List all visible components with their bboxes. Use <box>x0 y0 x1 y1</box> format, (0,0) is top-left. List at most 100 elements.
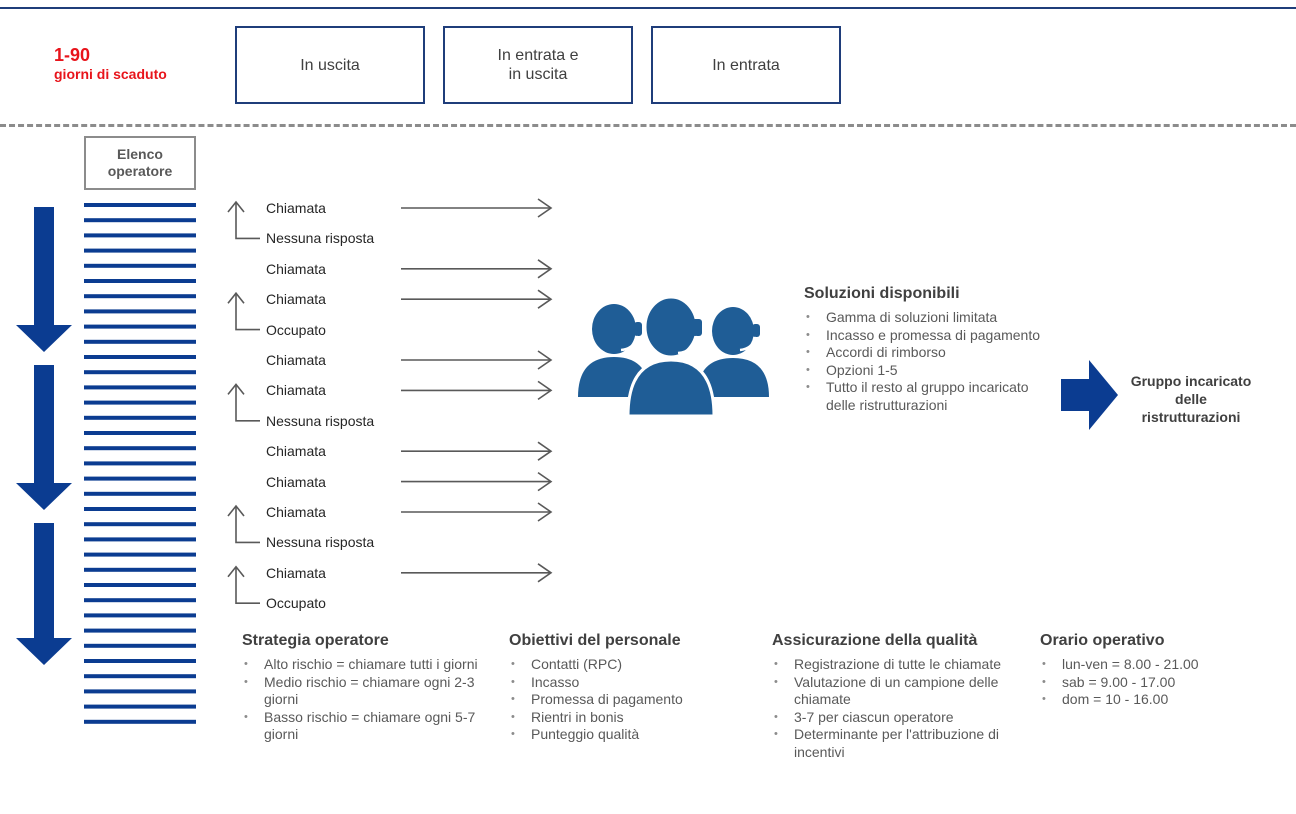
list-item: Alto rischio = chiamare tutti i giorni <box>242 656 497 674</box>
operator-stripe <box>84 248 196 253</box>
hours-list: lun-ven = 8.00 - 21.00 sab = 9.00 - 17.0… <box>1040 656 1280 709</box>
strategy-section: Strategia operatore Alto rischio = chiam… <box>242 632 497 744</box>
quality-section: Assicurazione della qualità Registrazion… <box>772 632 1027 761</box>
list-item: sab = 9.00 - 17.00 <box>1040 674 1280 692</box>
hours-title: Orario operativo <box>1040 632 1165 649</box>
operator-stripe <box>84 461 196 466</box>
list-item: 3-7 per ciascun operatore <box>772 709 1027 727</box>
operator-stripe <box>84 385 196 390</box>
quality-title: Assicurazione della qualità <box>772 632 978 649</box>
call-step-label: Chiamata <box>266 473 326 490</box>
agent-center <box>626 294 716 418</box>
call-step-label: Occupato <box>266 321 326 338</box>
operator-stripe <box>84 552 196 557</box>
operator-stripe <box>84 719 196 724</box>
operator-stripe <box>84 628 196 633</box>
retry-connector <box>227 291 260 331</box>
operator-stripe <box>84 567 196 572</box>
solutions-section: Soluzioni disponibili Gamma di soluzioni… <box>804 285 1044 414</box>
restructuring-group-label: Gruppo incaricato delle ristrutturazioni <box>1130 373 1252 425</box>
call-step-label: Nessuna risposta <box>266 230 375 247</box>
operator-list-stripes <box>84 203 196 724</box>
operator-stripe <box>84 233 196 238</box>
top-rule <box>0 7 1296 9</box>
operator-stripe <box>84 339 196 344</box>
list-item: Basso rischio = chiamare ogni 5-7 giorni <box>242 709 497 744</box>
call-arrow <box>401 502 553 522</box>
operator-stripe <box>84 400 196 405</box>
down-arrow-2 <box>16 365 72 510</box>
call-arrows <box>227 198 553 604</box>
call-step-label: Chiamata <box>266 200 326 216</box>
down-arrow-3 <box>16 523 72 665</box>
call-arrow <box>401 441 553 461</box>
strategy-title: Strategia operatore <box>242 632 389 649</box>
staff-goals-list: Contatti (RPC) Incasso Promessa di pagam… <box>509 656 749 744</box>
dashed-divider <box>0 124 1296 127</box>
retry-connector <box>227 504 260 544</box>
list-item: Gamma di soluzioni limitata <box>804 309 1044 327</box>
operator-stripe <box>84 476 196 481</box>
list-item: lun-ven = 8.00 - 21.00 <box>1040 656 1280 674</box>
operator-stripe <box>84 431 196 435</box>
list-item: Punteggio qualità <box>509 726 749 744</box>
call-arrow <box>401 380 553 401</box>
solutions-list: Gamma di soluzioni limitata Incasso e pr… <box>804 309 1044 414</box>
call-arrow <box>401 289 553 309</box>
call-step-label: Chiamata <box>266 504 326 520</box>
operator-stripe <box>84 689 196 694</box>
staff-goals-title: Obiettivi del personale <box>509 632 681 649</box>
operator-stripe <box>84 294 196 299</box>
list-item: Contatti (RPC) <box>509 656 749 674</box>
call-arrow <box>401 198 553 218</box>
operator-stripe <box>84 415 196 420</box>
operator-stripe <box>84 355 196 359</box>
operator-stripe <box>84 659 196 663</box>
agents-icon <box>578 294 769 418</box>
strategy-list: Alto rischio = chiamare tutti i giorni M… <box>242 656 497 744</box>
operator-stripe <box>84 263 196 268</box>
list-item: Opzioni 1-5 <box>804 362 1044 380</box>
operator-stripe <box>84 583 196 587</box>
call-arrow <box>401 563 553 583</box>
operator-stripe <box>84 643 196 648</box>
operator-stripe <box>84 279 196 283</box>
list-item: Valutazione di un campione delle chiamat… <box>772 674 1027 709</box>
operator-stripe <box>84 598 196 603</box>
operator-stripe <box>84 674 196 679</box>
operator-stripe <box>84 704 196 709</box>
call-step-label: Chiamata <box>266 291 326 308</box>
direction-both-box: In entrata e in uscita <box>443 26 633 104</box>
retry-connector <box>227 565 260 604</box>
list-item: Accordi di rimborso <box>804 344 1044 362</box>
operator-stripe <box>84 203 196 207</box>
right-block-arrow <box>1061 360 1118 430</box>
call-step-label: Nessuna risposta <box>266 412 375 429</box>
call-arrow <box>401 350 553 370</box>
call-step-label: Occupato <box>266 595 326 612</box>
hours-section: Orario operativo lun-ven = 8.00 - 21.00 … <box>1040 632 1280 709</box>
list-item: Incasso e promessa di pagamento <box>804 327 1044 345</box>
operator-stripe <box>84 370 196 375</box>
operator-stripe <box>84 218 196 223</box>
retry-connector <box>227 383 260 422</box>
period-label: 1-90 giorni di scaduto <box>54 46 167 84</box>
operator-stripe <box>84 522 196 527</box>
list-item: dom = 10 - 16.00 <box>1040 691 1280 709</box>
solutions-title: Soluzioni disponibili <box>804 285 960 302</box>
list-item: Tutto il resto al gruppo incaricato dell… <box>804 379 1044 414</box>
operator-stripe <box>84 507 196 511</box>
call-step-label: Chiamata <box>266 382 326 399</box>
direction-outbound-box: In uscita <box>235 26 425 104</box>
quality-list: Registrazione di tutte le chiamate Valut… <box>772 656 1027 761</box>
operator-stripe <box>84 491 196 496</box>
call-step-label: Chiamata <box>266 352 326 368</box>
operator-stripe <box>84 324 196 329</box>
agent-right <box>697 303 769 397</box>
list-item: Medio rischio = chiamare ogni 2-3 giorni <box>242 674 497 709</box>
retry-connector <box>227 200 260 240</box>
operator-stripe <box>84 446 196 451</box>
call-step-label: Chiamata <box>266 260 326 277</box>
staff-goals-section: Obiettivi del personale Contatti (RPC) I… <box>509 632 749 744</box>
